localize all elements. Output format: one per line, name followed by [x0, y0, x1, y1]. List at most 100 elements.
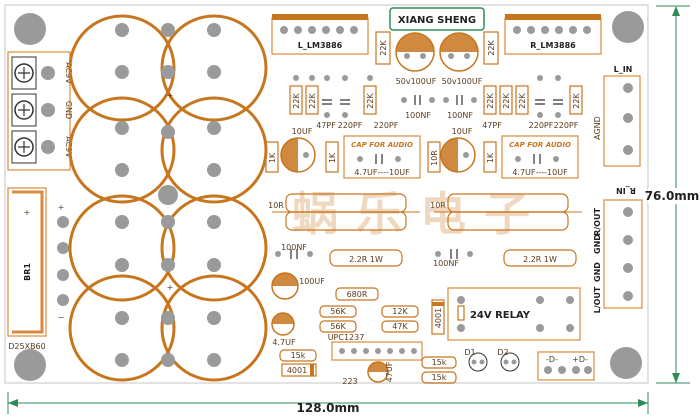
- watermark: 蜗乐电子: [292, 187, 548, 241]
- cap-center-2-label: 50v100UF: [442, 77, 483, 86]
- capacitor-100nf-center: [401, 95, 477, 105]
- r22k-left-1: 22K: [292, 93, 301, 109]
- mount-hole-tr: [612, 11, 644, 43]
- line-in-connector: [603, 75, 641, 167]
- capacitor-10uf-left: [280, 137, 316, 173]
- capacitor-4u7-bottom: [271, 312, 295, 336]
- bridge-part: D25XB60: [8, 342, 46, 351]
- resistor-22k-a-label: 22K: [379, 40, 388, 56]
- diode-4001-vert: [431, 299, 445, 335]
- resistor-22k-b: [483, 31, 499, 65]
- filter-capacitors-top: [68, 14, 268, 205]
- ac-in-label-1: AC9V: [64, 62, 73, 84]
- cap-audio-left-title: CAP FOR AUDIO: [351, 141, 413, 149]
- c220pf-left-1: 220PF: [338, 121, 363, 130]
- resistor-12k: [381, 305, 419, 318]
- r1k-b: 1K: [328, 152, 337, 163]
- width-label: 128.0mm: [297, 401, 360, 415]
- r22k-left-3: 22K: [366, 93, 375, 109]
- resistor-47k: [381, 320, 419, 333]
- r1k-a: 1K: [268, 152, 277, 163]
- filter-cap-plus: +: [167, 91, 174, 100]
- c223: 223: [342, 377, 357, 386]
- led-d2: [500, 352, 520, 372]
- relay-label: 24V RELAY: [470, 310, 531, 321]
- r22k-left-2: 22K: [308, 93, 317, 109]
- d4001-horiz: 4001: [287, 366, 307, 375]
- d4001-vert: 4001: [434, 308, 443, 328]
- d1-label: D1: [464, 348, 475, 357]
- height-label-bg: [648, 188, 698, 204]
- output-l-out: L/OUT: [593, 286, 602, 313]
- c100nf-center-2: 100NF: [447, 111, 473, 120]
- bridge-rectifier: [7, 187, 69, 337]
- c4u7-bottom: 4.7UF: [272, 338, 296, 347]
- r10r-right: 10R: [430, 201, 446, 210]
- lm3886-left: [271, 14, 369, 55]
- power-resistors-left: [272, 193, 420, 231]
- bridge-minus-ext: −: [58, 313, 65, 322]
- filter-cap-plus-bottom: +: [167, 283, 174, 292]
- resistor-10r-vert: [427, 141, 441, 173]
- resistor-22k-a: [375, 31, 391, 65]
- c220pf-right-1: 220PF: [529, 121, 554, 130]
- capacitor-center-1: [395, 32, 435, 72]
- r2r2-left: 2.2R 1W: [349, 255, 383, 264]
- cap-center-1-label: 50v100UF: [396, 77, 437, 86]
- c47pf-right: 47PF: [482, 121, 502, 130]
- output-connector: [603, 199, 643, 309]
- mount-hole-bl: [14, 349, 46, 381]
- r22k-right-1: 22K: [486, 93, 495, 109]
- bridge-plus: +: [24, 208, 31, 217]
- r1k-c: 1K: [486, 152, 495, 163]
- c10uf-right: 10UF: [452, 127, 473, 136]
- r2r2-right: 2.2R 1W: [523, 255, 557, 264]
- line-in-agnd: AGND: [593, 116, 602, 140]
- small-parts-left: [289, 75, 377, 118]
- dimension-width: [7, 392, 649, 414]
- mount-hole-tl: [14, 13, 46, 45]
- ac-in-label-2: AC9V: [64, 136, 73, 158]
- board-title: XIANG SHENG: [398, 15, 476, 26]
- resistor-15k-b: [421, 356, 457, 369]
- r15k-c: 15k: [432, 373, 447, 382]
- capacitor-100uf-bottom: [271, 272, 299, 300]
- cap-audio-right-title: CAP FOR AUDIO: [509, 141, 571, 149]
- resistor-1k-b: [325, 141, 339, 173]
- cap-for-audio-right: [501, 135, 579, 179]
- line-in-label: L_IN: [614, 65, 633, 74]
- r10r-left: 10R: [268, 201, 284, 210]
- cap-for-audio-left: [343, 135, 421, 179]
- relay: [447, 287, 581, 341]
- r-in-label: R_IN: [616, 186, 636, 195]
- row-100nf-2r2: [275, 249, 577, 267]
- resistor-1k-c: [483, 141, 497, 173]
- r47k: 47K: [392, 322, 408, 331]
- resistor-56k-b: [319, 320, 357, 333]
- r10r-vert: 10R: [430, 150, 439, 166]
- dc-minus: -D-: [546, 355, 558, 364]
- c100nf-left: 100NF: [281, 243, 307, 252]
- capacitor-47uf: [367, 361, 389, 383]
- bridge-plus-ext: +: [58, 203, 65, 212]
- resistor-15k-c: [421, 371, 457, 384]
- resistor-56k-a: [319, 305, 357, 318]
- diode-4001-horiz: [281, 363, 317, 377]
- r22k-right-3: 22K: [518, 93, 527, 109]
- bridge-label: BR1: [23, 263, 32, 281]
- r56k-b: 56K: [330, 322, 346, 331]
- dc-plus: +D-: [572, 355, 588, 364]
- r22k-right-4: 22K: [572, 93, 581, 109]
- resistor-680r: [335, 287, 379, 301]
- capacitor-10uf-right: [440, 137, 476, 173]
- d2-label: D2: [497, 348, 508, 357]
- r56k-a: 56K: [330, 307, 346, 316]
- small-parts-right: [483, 75, 583, 118]
- cap-audio-left-value: 4.7UF----10UF: [354, 168, 410, 177]
- c100uf-bottom: 100UF: [299, 277, 325, 286]
- c47pf-left: 47PF: [316, 121, 336, 130]
- dc-connector: [537, 351, 595, 381]
- led-d1: [468, 352, 488, 372]
- r22k-right-2: 22K: [502, 93, 511, 109]
